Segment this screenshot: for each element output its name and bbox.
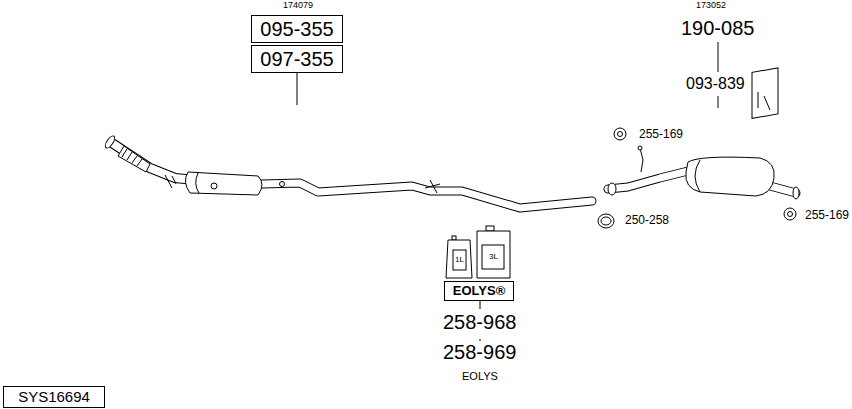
bottle-volume: 1L xyxy=(455,255,464,264)
part-code: EOLYS® xyxy=(445,284,513,299)
part-number: 255-169 xyxy=(805,209,849,223)
bottle-volume: 3L xyxy=(489,252,498,261)
part-code: 095-355 xyxy=(252,18,342,41)
part-code: 097-355 xyxy=(252,48,342,71)
part-code: SYS16694 xyxy=(4,388,104,405)
part-number: 250-258 xyxy=(625,214,669,228)
product-name: EOLYS xyxy=(462,370,498,383)
part-box: 097-355 xyxy=(251,45,343,73)
part-number: 258-968 xyxy=(443,311,516,334)
part-number: 255-169 xyxy=(639,128,683,142)
part-number: 190-085 xyxy=(681,17,754,40)
part-box: 095-355 xyxy=(251,15,343,43)
part-box: SYS16694 xyxy=(3,386,105,408)
part-box: EOLYS® xyxy=(444,281,514,301)
part-number: 258-969 xyxy=(443,341,516,364)
part-number: 174079 xyxy=(283,0,313,10)
part-number: 173052 xyxy=(696,0,726,10)
part-number: 093-839 xyxy=(686,75,745,93)
